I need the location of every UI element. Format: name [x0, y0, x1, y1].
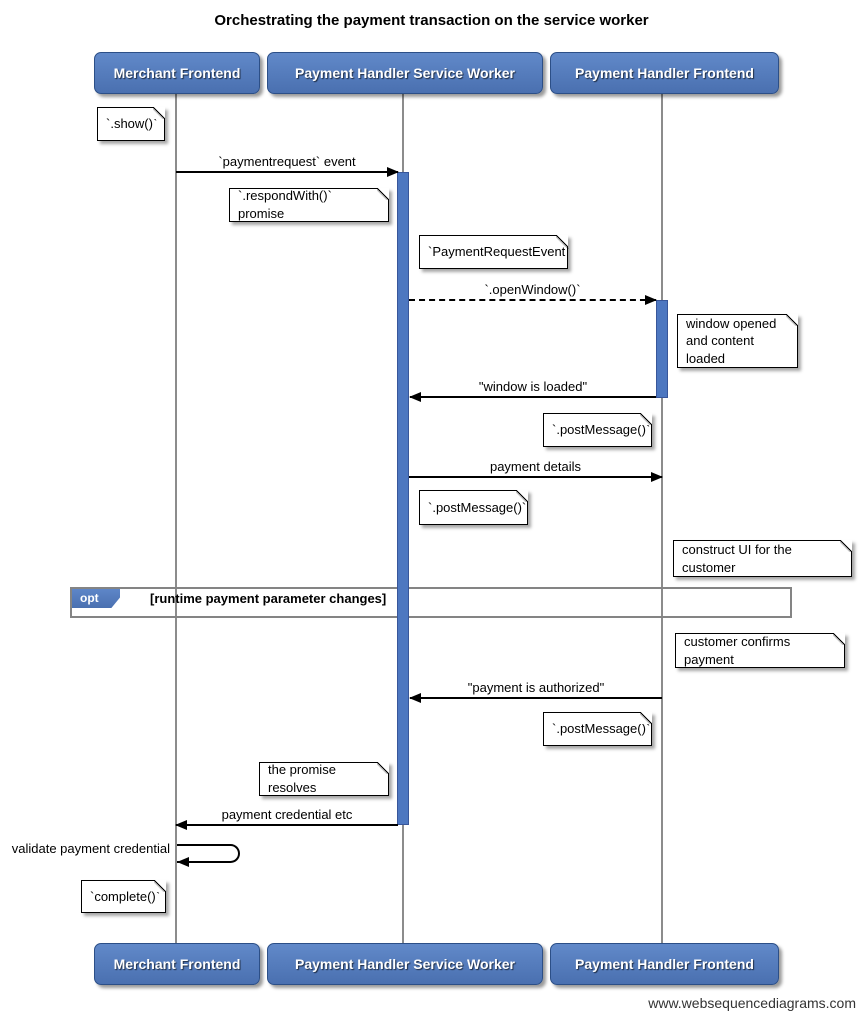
note-complete: `complete()` — [81, 880, 166, 913]
message-label: "payment is authorized" — [467, 680, 605, 695]
note-fold-icon — [786, 314, 798, 326]
actor-label: Payment Handler Service Worker — [295, 956, 515, 972]
fragment-opt-tab: opt — [72, 589, 120, 608]
note-fold-icon — [640, 413, 652, 425]
actor-label: Payment Handler Frontend — [575, 65, 754, 81]
lifeline-merchant-frontend — [175, 92, 177, 943]
arrowhead-left-icon — [409, 693, 421, 703]
note-fold-icon — [640, 712, 652, 724]
message-line — [409, 476, 662, 478]
note-text: `.postMessage()` — [428, 499, 527, 515]
note-text: customer confirms payment — [684, 633, 791, 667]
note-construct-ui: construct UI for the customer — [673, 540, 852, 577]
actor-merchant-frontend-bottom: Merchant Frontend — [94, 943, 260, 985]
note-postmessage-3: `.postMessage()` — [543, 712, 652, 746]
note-fold-icon — [833, 633, 845, 645]
message-line — [176, 824, 398, 826]
note-postmessage-2: `.postMessage()` — [419, 490, 528, 525]
message-payment-credential-etc: payment credential etc — [175, 802, 398, 830]
note-text: `.postMessage()` — [552, 721, 651, 737]
message-line-dashed — [409, 299, 656, 301]
note-text: construct UI for the customer — [682, 541, 792, 575]
note-fold-icon — [377, 762, 389, 774]
note-fold-icon — [154, 880, 166, 892]
message-label: payment details — [489, 459, 582, 474]
note-fold-icon — [840, 540, 852, 552]
activation-payment-handler-frontend — [656, 300, 668, 398]
note-text: `PaymentRequestEvent` — [428, 244, 570, 260]
diagram-title: Orchestrating the payment transaction on… — [214, 12, 649, 29]
message-label: "window is loaded" — [478, 379, 588, 394]
fragment-guard-label: [runtime payment parameter changes] — [150, 591, 387, 606]
actor-payment-handler-service-worker-bottom: Payment Handler Service Worker — [267, 943, 543, 985]
note-respondwith-promise: `.respondWith()` promise — [229, 188, 389, 222]
note-text: `.postMessage()` — [552, 422, 651, 438]
fragment-operator-label: opt — [80, 591, 99, 605]
actor-label: Merchant Frontend — [113, 65, 241, 81]
message-payment-details: payment details — [409, 454, 663, 482]
actor-label: Merchant Frontend — [113, 956, 241, 972]
note-text: `complete()` — [90, 888, 161, 904]
lifeline-payment-handler-frontend — [661, 92, 663, 943]
message-line — [410, 697, 662, 699]
message-paymentrequest-event: `paymentrequest` event — [176, 149, 399, 177]
note-show: `.show()` — [97, 107, 165, 141]
note-promise-resolves: the promise resolves — [259, 762, 389, 796]
actor-label: Payment Handler Service Worker — [295, 65, 515, 81]
arrowhead-left-icon — [409, 392, 421, 402]
self-message-loop — [177, 844, 240, 863]
message-line — [410, 396, 656, 398]
note-customer-confirms: customer confirms payment — [675, 633, 845, 668]
message-payment-is-authorized: "payment is authorized" — [409, 675, 662, 703]
note-text: window opened and content loaded — [686, 315, 777, 366]
message-label: `.openWindow()` — [484, 282, 581, 297]
arrowhead-right-icon — [651, 472, 663, 482]
message-openwindow: `.openWindow()` — [409, 277, 657, 305]
arrowhead-right-icon — [387, 167, 399, 177]
note-paymentrequestevent: `PaymentRequestEvent` — [419, 235, 570, 269]
message-window-is-loaded: "window is loaded" — [409, 374, 656, 402]
note-text: `.respondWith()` promise — [238, 188, 332, 221]
note-fold-icon — [153, 107, 165, 119]
note-text: `.show()` — [106, 116, 158, 132]
note-postmessage-1: `.postMessage()` — [543, 413, 652, 447]
actor-merchant-frontend-top: Merchant Frontend — [94, 52, 260, 94]
message-label: `paymentrequest` event — [218, 154, 356, 169]
note-fold-icon — [377, 188, 389, 200]
actor-payment-handler-service-worker-top: Payment Handler Service Worker — [267, 52, 543, 94]
actor-payment-handler-frontend-bottom: Payment Handler Frontend — [550, 943, 779, 985]
note-text: the promise resolves — [268, 762, 336, 795]
note-fold-icon — [556, 235, 568, 247]
activation-service-worker — [397, 172, 409, 825]
arrowhead-right-icon — [645, 295, 657, 305]
arrowhead-left-icon — [177, 857, 189, 867]
watermark: www.websequencediagrams.com — [648, 995, 856, 1011]
fragment-opt: opt [runtime payment parameter changes] — [70, 587, 792, 618]
note-window-opened: window opened and content loaded — [677, 314, 798, 368]
message-label: payment credential etc — [221, 807, 353, 822]
actor-payment-handler-frontend-top: Payment Handler Frontend — [550, 52, 779, 94]
self-message-label: validate payment credential — [11, 841, 170, 856]
note-fold-icon — [516, 490, 528, 502]
actor-label: Payment Handler Frontend — [575, 956, 754, 972]
message-line — [176, 171, 398, 173]
arrowhead-left-icon — [175, 820, 187, 830]
